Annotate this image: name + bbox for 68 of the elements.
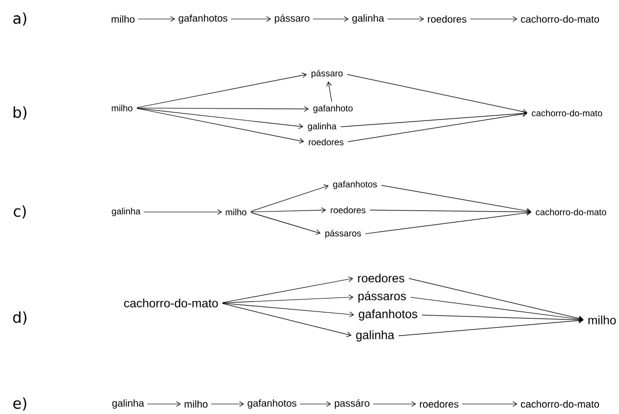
arrow bbox=[138, 16, 176, 22]
organism-label: gafanhotos bbox=[358, 309, 418, 321]
organism-label: cachorro-do-mato bbox=[520, 400, 600, 408]
organism-label: milho bbox=[184, 400, 208, 408]
organism-label: milho bbox=[588, 316, 616, 324]
organism-label: galinha bbox=[356, 330, 394, 342]
organism-label: cachorro-do-mato bbox=[532, 110, 602, 116]
organism-label: pássaros bbox=[358, 291, 406, 303]
organism-label: galinha bbox=[112, 208, 140, 216]
organism-label: roedores bbox=[428, 15, 466, 23]
organism-label: pássaro bbox=[312, 70, 343, 78]
organism-label: pássaros bbox=[325, 230, 361, 238]
item-letter: d) bbox=[13, 311, 26, 325]
arrow bbox=[222, 276, 354, 303]
arrow bbox=[250, 212, 321, 235]
organism-label: milho bbox=[112, 104, 132, 112]
arrow bbox=[462, 401, 518, 407]
organism-label: galinha bbox=[352, 14, 384, 24]
item-letter: e) bbox=[13, 397, 26, 411]
arrow bbox=[470, 16, 518, 22]
organism-label: pássaro bbox=[274, 14, 310, 24]
arrow bbox=[136, 108, 304, 130]
arrow bbox=[387, 16, 424, 22]
arrow bbox=[222, 294, 354, 304]
organism-label: milho bbox=[226, 208, 246, 216]
organism-label: roedores bbox=[420, 400, 458, 408]
organism-label: passáro bbox=[334, 399, 370, 409]
arrow bbox=[136, 72, 307, 108]
arrow bbox=[300, 401, 332, 407]
arrow bbox=[222, 303, 352, 338]
arrow bbox=[398, 318, 584, 336]
arrow bbox=[230, 16, 272, 22]
organism-label: roedores bbox=[308, 138, 344, 146]
organism-label: gafanhotos bbox=[333, 180, 377, 190]
arrow bbox=[410, 296, 584, 322]
arrow bbox=[365, 210, 532, 234]
arrow bbox=[340, 110, 528, 128]
arrow bbox=[136, 108, 304, 144]
arrow bbox=[250, 184, 329, 212]
arrow bbox=[381, 185, 532, 214]
arrow bbox=[143, 209, 222, 215]
organism-label: galinha bbox=[308, 122, 336, 132]
arrow bbox=[346, 74, 528, 114]
arrow bbox=[250, 207, 326, 213]
arrow bbox=[136, 106, 309, 112]
organism-label: roedores bbox=[330, 206, 366, 214]
item-letter: b) bbox=[14, 106, 26, 120]
arrow bbox=[147, 401, 181, 407]
organism-label: gafanhotos bbox=[178, 14, 228, 24]
organism-label: milho bbox=[112, 15, 135, 23]
arrow bbox=[210, 401, 244, 407]
organism-label: galinha bbox=[112, 399, 144, 409]
item-letter: a) bbox=[13, 12, 26, 26]
organism-label: cachorro-do-mato bbox=[124, 298, 218, 308]
organism-label: roedores bbox=[358, 274, 404, 282]
organism-label: gafanhoto bbox=[313, 104, 353, 114]
arrow bbox=[408, 278, 584, 322]
arrow bbox=[312, 16, 349, 22]
arrow bbox=[348, 111, 528, 142]
organism-label: gafanhotos bbox=[248, 399, 296, 409]
arrow bbox=[372, 401, 416, 407]
arrow bbox=[422, 314, 584, 323]
arrow bbox=[326, 81, 332, 102]
organism-label: cachorro-do-mato bbox=[536, 208, 606, 216]
item-letter: c) bbox=[14, 205, 26, 219]
arrow bbox=[370, 209, 532, 215]
organism-label: cachorro-do-mato bbox=[520, 15, 600, 23]
arrow bbox=[222, 302, 354, 318]
